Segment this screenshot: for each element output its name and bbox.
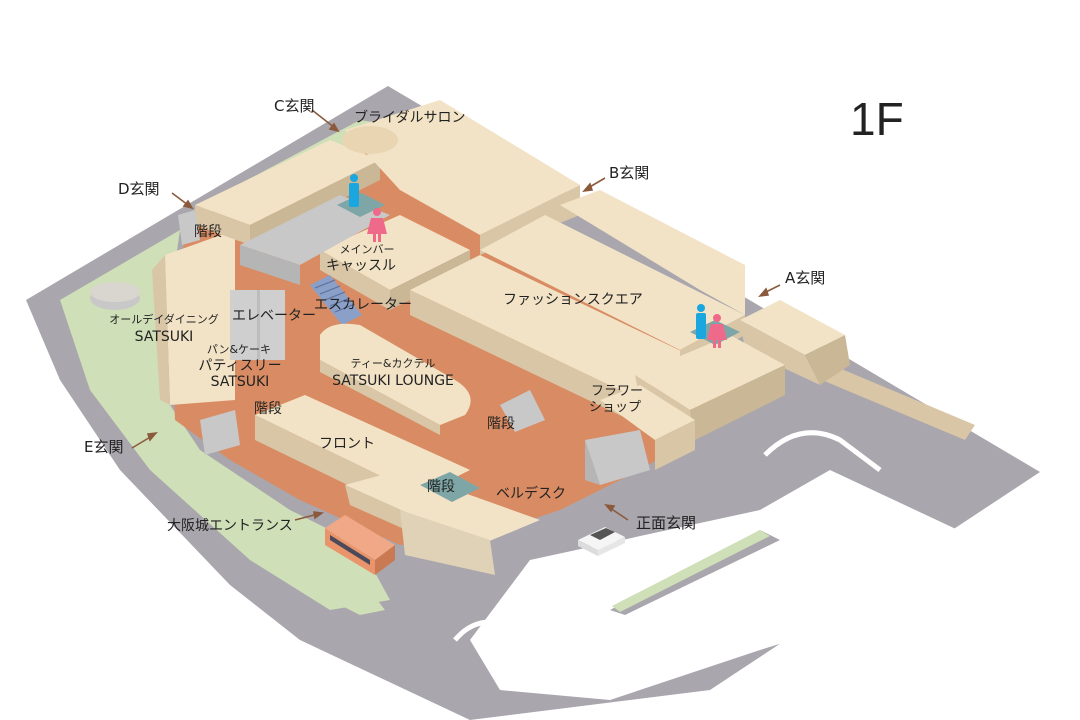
- shop-small-block: [600, 385, 695, 440]
- stairs-label-2: 階段: [254, 401, 282, 417]
- entrance-e-label: E玄関: [84, 438, 124, 456]
- patisserie-label-line2: パティスリー: [198, 358, 282, 374]
- bridal-salon-building: [345, 100, 580, 235]
- escalator-label: エスカレーター: [314, 297, 412, 313]
- front-desk-label: フロント: [319, 436, 375, 452]
- road-median: [470, 470, 990, 700]
- a-wing-building: [740, 300, 845, 355]
- west-lawn: [60, 230, 390, 610]
- bus-icon: [325, 515, 395, 575]
- restroom-icon-east: [696, 304, 727, 348]
- fashion-upper-building: [480, 215, 745, 350]
- south-grey-block: [585, 430, 650, 485]
- stairs-label-4: 階段: [427, 479, 455, 495]
- entrance-d-label: D玄関: [118, 180, 160, 198]
- dining-label-line1: オールデイダイニング: [109, 313, 219, 326]
- restroom-icon-north: [349, 174, 387, 242]
- parking-curve-2: [453, 619, 542, 652]
- entrance-main-label: 正面玄関: [636, 514, 697, 532]
- flower-shop-label-line2: ショップ: [588, 400, 642, 415]
- bell-desk-label: ベルデスク: [496, 486, 566, 502]
- patisserie-label-line1: パン&ケーキ: [206, 343, 272, 356]
- entrance-arrows: [131, 109, 781, 521]
- grey-stairs-east: [500, 390, 545, 432]
- stairs-label-3: 階段: [487, 416, 515, 432]
- fashion-square-building: [410, 255, 700, 395]
- escalator-shape: [310, 275, 362, 325]
- b-wing-building: [560, 190, 745, 315]
- member-bar-label-line2: キャッスル: [326, 258, 396, 274]
- east-walkway: [810, 360, 975, 440]
- entrance-b-label: B玄関: [609, 164, 650, 182]
- parking-curve-1: [763, 430, 882, 472]
- north-wing: [195, 140, 380, 225]
- entrance-c-label: C玄関: [274, 97, 315, 115]
- lounge-building: [320, 323, 471, 425]
- southwest-lawn: [250, 540, 385, 615]
- front-building: [255, 395, 470, 495]
- grey-stairs-north: [178, 210, 200, 245]
- stairs-pad-1: [420, 472, 480, 502]
- patisserie-label-line3: SATSUKI: [210, 374, 270, 390]
- fashion-square-label: ファッションスクエア: [503, 292, 643, 308]
- member-bar-label-line1: メインバー: [339, 243, 395, 256]
- bell-desk-building: [345, 470, 540, 545]
- floor-label: 1F: [850, 93, 904, 145]
- dining-building: [165, 230, 235, 405]
- lounge-label-line2: SATSUKI LOUNGE: [332, 373, 454, 389]
- elevator-label: エレベーター: [232, 308, 316, 324]
- entrance-osaka-castle-label: 大阪城エントランス: [167, 518, 293, 534]
- stairs-label-1: 階段: [194, 224, 222, 240]
- green-strip: [612, 530, 770, 612]
- bar-building: [320, 215, 470, 290]
- lounge-label-line1: ティー&カクテル: [350, 357, 436, 370]
- flower-shop-label-line1: フラワー: [590, 384, 644, 399]
- flower-shop-building: [635, 335, 785, 410]
- bridal-salon-label: ブライダルサロン: [354, 110, 466, 126]
- entrance-a-label: A玄関: [785, 269, 826, 287]
- stairs-pad-2: [337, 193, 385, 217]
- car-icon: [578, 527, 625, 556]
- grey-stairs-west: [200, 410, 240, 455]
- dining-label-line2: SATSUKI: [134, 329, 194, 345]
